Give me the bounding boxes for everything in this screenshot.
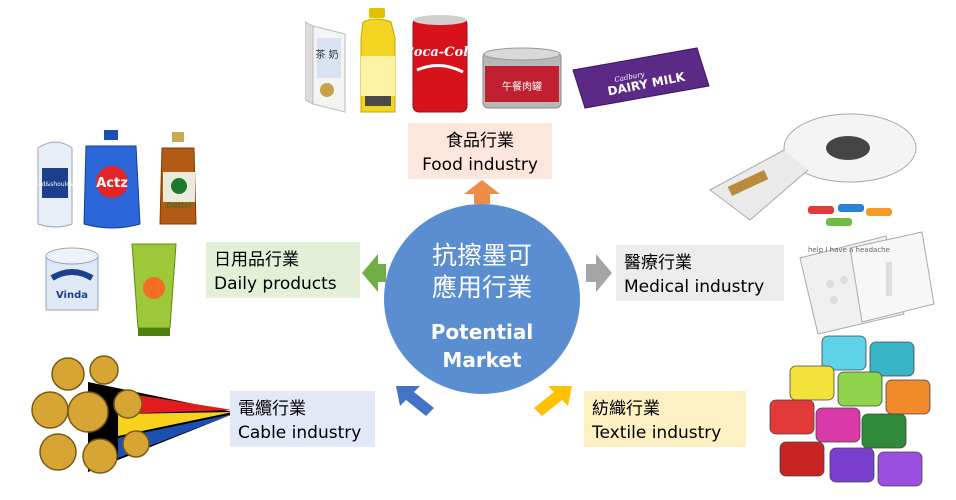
daily-products-image: head&shoulders Actz Dettol Vinda <box>30 128 205 338</box>
coke-logo-text: Coca-Cola <box>403 45 476 60</box>
bandages <box>808 204 892 226</box>
cable-industry-label: 電纜行業 Cable industry <box>230 391 375 447</box>
vinda-text: Vinda <box>56 290 88 301</box>
tin-label-text: 午餐肉罐 <box>502 80 542 93</box>
medical-products-image: help I have a headache <box>690 108 940 343</box>
food-products-image: 茶 奶 Coca-Cola 午餐肉罐 Cadbury DAIRY MILK <box>304 8 715 118</box>
textile-industry-label: 紡織行業 Textile industry <box>584 391 746 447</box>
cable-strands <box>31 355 150 474</box>
medical-industry-en: Medical industry <box>624 277 765 297</box>
dairy-milk-bar: Cadbury DAIRY MILK <box>572 47 710 109</box>
arrow-to-textile <box>534 386 572 416</box>
dettol-bottle: Dettol <box>159 132 197 225</box>
food-industry-label: 食品行業 Food industry <box>408 123 552 179</box>
hub-en-line2: Market <box>442 348 522 372</box>
coca-cola-can: Coca-Cola <box>403 15 477 113</box>
daily-products-en: Daily products <box>214 274 337 294</box>
textile-industry-en: Textile industry <box>592 423 722 443</box>
medical-industry-zh: 醫療行業 <box>624 253 692 273</box>
actz-text: Actz <box>96 176 128 191</box>
facial-scrub-tube <box>131 243 177 336</box>
blister-packs: help I have a headache <box>799 231 935 335</box>
cable-industry-en: Cable industry <box>238 423 362 443</box>
daily-products-zh: 日用品行業 <box>214 250 299 270</box>
hub-zh-title: 抗擦墨可 應用行業 <box>384 240 580 304</box>
luncheon-meat-tin: 午餐肉罐 <box>482 47 562 109</box>
dettol-text: Dettol <box>167 201 191 210</box>
milk-tea-carton: 茶 奶 <box>304 21 346 113</box>
arrow-to-daily <box>362 254 386 292</box>
milk-tea-text: 茶 奶 <box>315 48 338 61</box>
tissue-roll: Vinda <box>45 247 99 311</box>
textile-industry-zh: 紡織行業 <box>592 399 660 419</box>
arrow-to-food <box>464 180 500 204</box>
mizone-bottle <box>360 8 396 113</box>
cable-industry-zh: 電纜行業 <box>238 399 306 419</box>
spools <box>769 335 931 487</box>
shampoo-bottle: head&shoulders <box>31 141 80 228</box>
medical-card-text: help I have a headache <box>808 246 890 254</box>
hub-zh-line1: 抗擦墨可 <box>431 241 532 270</box>
food-industry-en: Food industry <box>422 155 538 175</box>
actz-detergent-bottle: Actz <box>83 130 141 229</box>
daily-products-label: 日用品行業 Daily products <box>206 242 360 298</box>
hub-en-line1: Potential <box>430 320 534 344</box>
arrow-to-cable <box>396 386 434 416</box>
arrow-to-medical <box>586 254 612 292</box>
hub-en-title: Potential Market <box>384 318 580 374</box>
head-shoulders-text: head&shoulders <box>31 181 80 188</box>
wristband-roll <box>709 113 917 221</box>
hub-zh-line2: 應用行業 <box>431 273 532 302</box>
thread-spools-image <box>760 330 950 495</box>
medical-industry-label: 醫療行業 Medical industry <box>616 245 784 301</box>
potential-market-hub: 抗擦墨可 應用行業 Potential Market <box>384 204 580 394</box>
cable-bundle-image <box>28 352 238 492</box>
food-industry-zh: 食品行業 <box>446 131 514 151</box>
